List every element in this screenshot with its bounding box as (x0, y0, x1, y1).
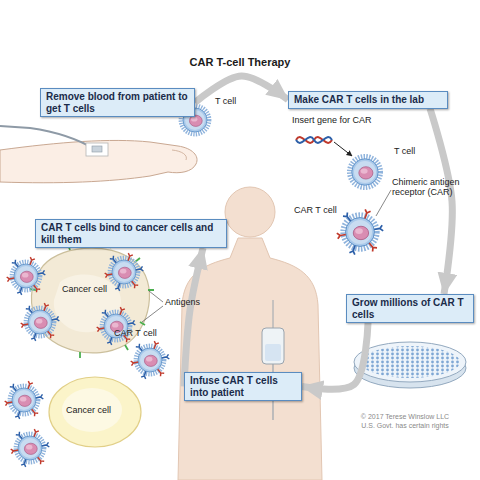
part-label: Cancer cell (66, 406, 141, 416)
car-t-cell (97, 307, 136, 345)
car-t-cell (337, 209, 383, 254)
car-t-cell (105, 253, 144, 291)
hand-line (172, 150, 186, 160)
iv-fluid (265, 344, 281, 361)
step-text: Remove blood from patient to get T cells (46, 91, 189, 114)
step-box: Remove blood from patient to get T cells (40, 88, 195, 117)
blood-tube (0, 126, 96, 150)
car-t-cell (7, 257, 46, 295)
patient-arm (0, 140, 197, 182)
step-box: Grow millions of CAR T cells (346, 294, 474, 323)
part-label: CAR T cell (114, 329, 174, 339)
petri-dish (354, 342, 466, 382)
step-box: Make CAR T cells in the lab (288, 91, 448, 109)
leader-line (376, 190, 391, 216)
step-text: CAR T cells bind to cancer cells and kil… (41, 222, 221, 245)
step-text: Make CAR T cells in the lab (294, 94, 442, 106)
part-label: Antigens (165, 298, 220, 308)
credit-text: © 2017 Terese Winslow LLC (330, 413, 480, 421)
step-box: CAR T cells bind to cancer cells and kil… (35, 219, 227, 248)
part-label: T cell (215, 97, 260, 107)
t-cell (350, 157, 380, 187)
iv-hanger (273, 300, 274, 328)
gene-strand (296, 137, 332, 143)
credit-text: U.S. Govt. has certain rights (330, 422, 480, 430)
step-text: Infuse CAR T cells into patient (190, 375, 296, 398)
process-arrow (195, 76, 288, 103)
part-label: Cancer cell (62, 285, 137, 295)
part-label: T cell (394, 147, 439, 157)
step-text: Grow millions of CAR T cells (352, 297, 468, 320)
car-t-cell (11, 429, 50, 467)
diagram-title: CAR T-cell Therapy (0, 56, 480, 68)
iv-bag (262, 328, 284, 364)
car-t-cell (21, 303, 60, 341)
process-arrow (184, 248, 203, 387)
patient-head (225, 187, 275, 237)
patient-body (178, 238, 322, 480)
tape (86, 143, 108, 156)
car-t-cell (5, 381, 44, 419)
car-t-cell (131, 341, 170, 379)
process-arrow (302, 323, 368, 389)
cultured-cells (360, 346, 460, 378)
step-box: Infuse CAR T cells into patient (184, 372, 302, 401)
process-arrow (430, 109, 452, 295)
leader-line (142, 291, 163, 322)
needle-hub (92, 146, 102, 152)
gene-strand (296, 137, 332, 143)
insert-arrow (334, 142, 352, 156)
part-label: Insert gene for CAR (292, 116, 392, 126)
cancer-cell (49, 377, 141, 447)
antigen (30, 243, 154, 358)
part-label: CAR T cell (294, 206, 354, 216)
part-label: Chimeric antigen receptor (CAR) (392, 178, 474, 198)
